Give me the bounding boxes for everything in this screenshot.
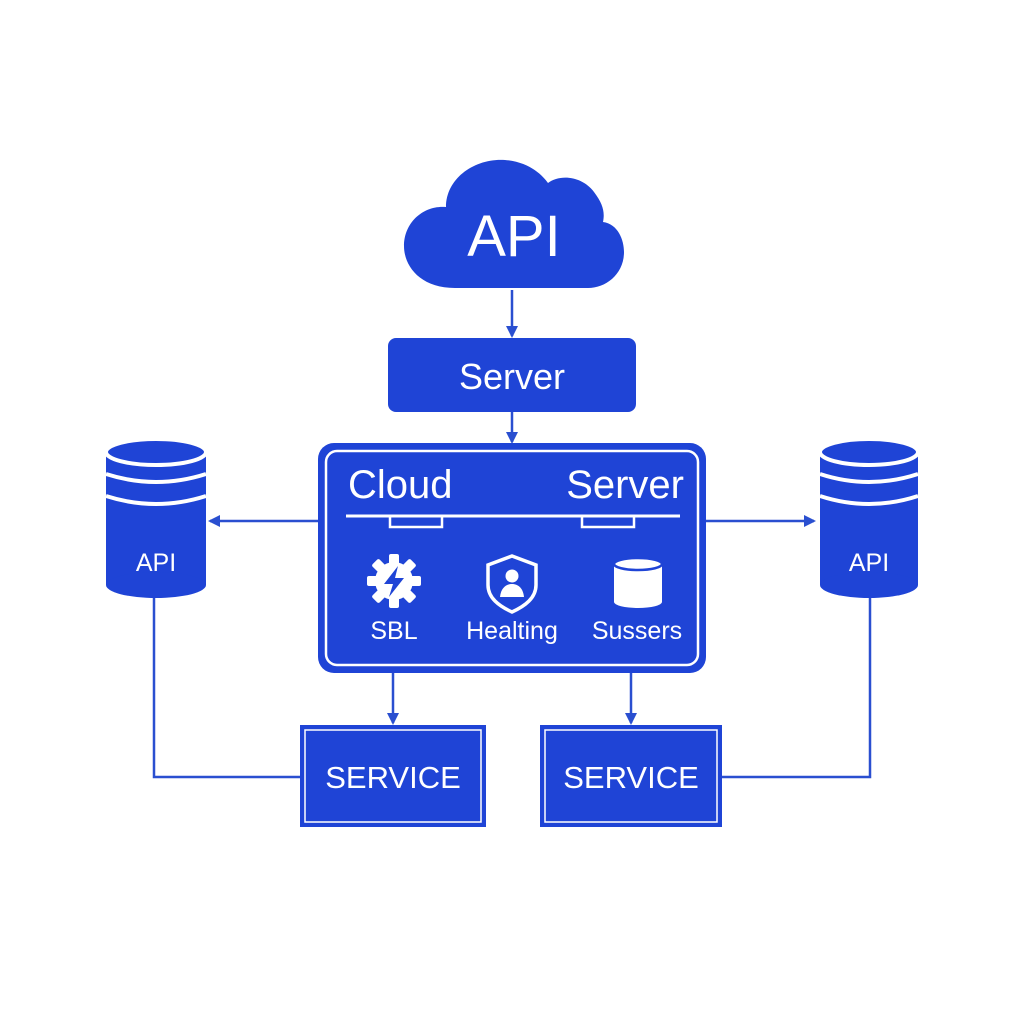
- cloud-label: API: [467, 204, 561, 269]
- hub-divider-tab-left: [388, 514, 444, 529]
- left-db-to-service-line: [152, 598, 300, 779]
- right-db-to-service-line: [722, 598, 872, 779]
- hub-divider-tab-right: [580, 514, 636, 529]
- cloud-server-hub[interactable]: Cloud Server SBL H: [318, 443, 706, 673]
- database-icon: [104, 437, 208, 598]
- right-service-box: [540, 725, 722, 827]
- cloud-node[interactable]: API: [404, 159, 624, 288]
- server-label: Server: [459, 356, 565, 397]
- server-node[interactable]: Server: [388, 338, 636, 412]
- left-service-label: SERVICE: [325, 760, 461, 795]
- cloud-icon: [404, 159, 624, 288]
- hub-title-right: Server: [566, 463, 684, 507]
- server-box: [388, 338, 636, 412]
- right-database-label: API: [849, 549, 889, 577]
- hub-item-label: Sussers: [592, 617, 682, 645]
- database-icon: [612, 556, 664, 608]
- hub-title-left: Cloud: [348, 463, 453, 507]
- right-service-label: SERVICE: [563, 760, 699, 795]
- right-service-node[interactable]: SERVICE: [540, 725, 722, 827]
- left-service-inner-border: [304, 729, 482, 823]
- left-service-box: [300, 725, 486, 827]
- gear-bolt-icon: [367, 554, 421, 608]
- database-icon: [818, 437, 920, 598]
- right-database-node[interactable]: API: [818, 437, 920, 598]
- hub-inner-border: [324, 449, 700, 667]
- hub-outer-frame: [318, 443, 706, 673]
- right-service-inner-border: [544, 729, 718, 823]
- shield-user-icon: [486, 554, 538, 614]
- hub-item-label: Healting: [466, 617, 558, 645]
- left-service-node[interactable]: SERVICE: [300, 725, 486, 827]
- hub-item-label: SBL: [370, 617, 417, 645]
- connectors: [152, 290, 872, 779]
- left-database-node[interactable]: API: [104, 437, 208, 598]
- left-database-label: API: [136, 549, 176, 577]
